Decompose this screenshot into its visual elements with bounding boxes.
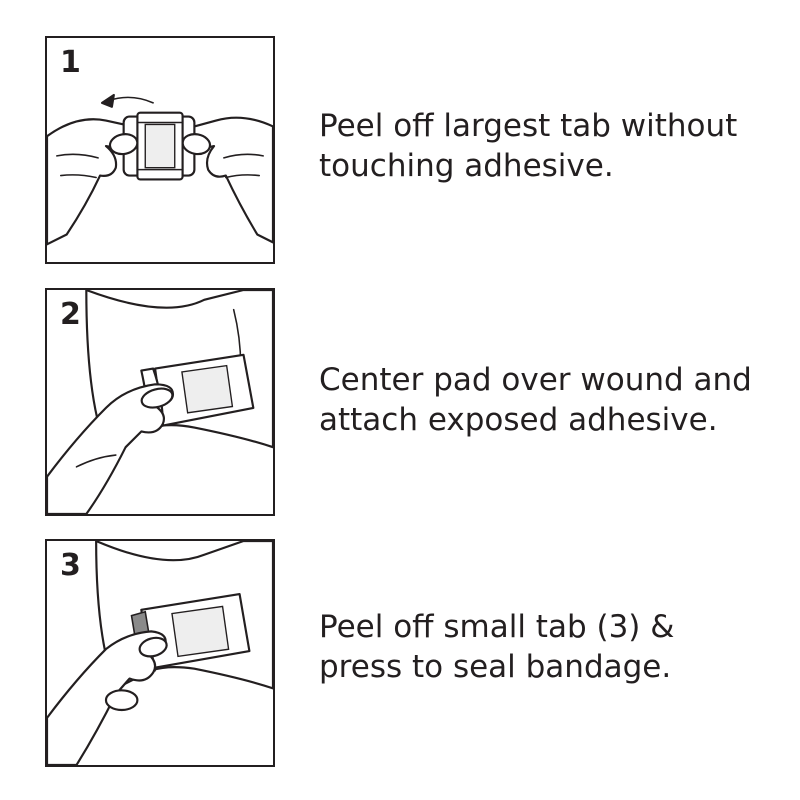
step-2-caption-line-2: attach exposed adhesive. (319, 402, 718, 438)
applying-bandage-to-wrist-illustration (47, 290, 273, 514)
thumb (140, 387, 174, 409)
step-1-caption: Peel off largest tab without touching ad… (319, 106, 779, 186)
step-2: 2 Center pad over wound and attach expos… (0, 288, 800, 518)
step-2-number: 2 (60, 297, 81, 332)
step-2-illustration: 2 (45, 288, 275, 516)
hands-peeling-tab-illustration (47, 93, 273, 246)
right-hand (184, 116, 273, 244)
step-1-illustration: 1 (45, 36, 275, 264)
step-3-caption-line-1: Peel off small tab (3) & (319, 609, 675, 645)
thumb (138, 636, 168, 658)
bandage-pad (181, 364, 234, 414)
step-3-illustration: 3 (45, 539, 275, 767)
step-1-caption-line-2: touching adhesive. (319, 148, 614, 184)
step-3-caption-line-2: press to seal bandage. (319, 649, 672, 685)
step-2-caption-line-1: Center pad over wound and (319, 362, 752, 398)
right-thumb (181, 133, 212, 156)
peel-arrow-icon (107, 96, 154, 104)
curled-finger (104, 689, 139, 712)
step-3: 3 Peel off small tab (3) & press to seal… (0, 539, 800, 769)
sealing-bandage-illustration (47, 541, 273, 765)
step-3-caption: Peel off small tab (3) & press to seal b… (319, 607, 779, 687)
step-2-caption: Center pad over wound and attach exposed… (319, 360, 779, 440)
bandage-pad (144, 123, 176, 169)
step-1-number: 1 (60, 45, 81, 80)
step-1-caption-line-1: Peel off largest tab without (319, 108, 738, 144)
step-3-number: 3 (60, 548, 81, 583)
left-thumb (108, 133, 139, 156)
left-hand (47, 118, 135, 246)
step-1: 1 Peel off largest tab without touch (0, 36, 800, 266)
bandage-pad (171, 605, 230, 658)
